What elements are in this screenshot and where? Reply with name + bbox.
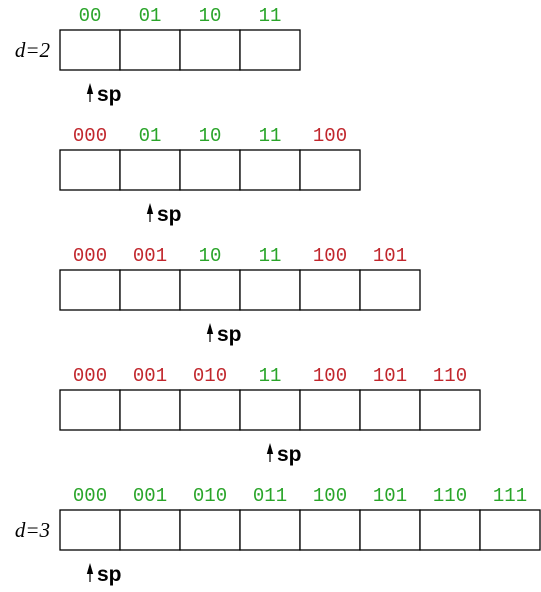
- cell-index-label: 11: [259, 245, 282, 267]
- sp-pointer: sp: [266, 443, 302, 466]
- directory-cell: [59, 29, 121, 71]
- directory-cell: [359, 269, 421, 311]
- sp-pointer: sp: [146, 203, 182, 226]
- directory-cell: [179, 29, 241, 71]
- cell-index-label: 101: [373, 485, 407, 507]
- directory-cell: [119, 509, 181, 551]
- sp-pointer: sp: [86, 563, 122, 586]
- cell-index-label: 001: [133, 365, 167, 387]
- sp-label: sp: [157, 203, 182, 226]
- cell-index-label: 001: [133, 245, 167, 267]
- cell-index-label: 110: [433, 365, 467, 387]
- cell-index-label: 100: [313, 485, 347, 507]
- arrow-head-icon: [146, 203, 154, 214]
- arrow-head-icon: [266, 443, 274, 454]
- cell-index-label: 111: [493, 485, 527, 507]
- directory-cell: [419, 509, 481, 551]
- cell-index-label: 11: [259, 365, 282, 387]
- directory-cell: [119, 269, 181, 311]
- directory-row: 000 01 10 11 100 sp: [59, 125, 361, 226]
- directory-row: d=2 00 01 10 11 sp: [15, 5, 301, 106]
- directory-cell: [239, 269, 301, 311]
- cell-index-label: 110: [433, 485, 467, 507]
- directory-cell: [239, 149, 301, 191]
- depth-label: d=2: [15, 38, 51, 62]
- cell-index-label: 010: [193, 365, 227, 387]
- directory-cell: [119, 389, 181, 431]
- cell-index-label: 11: [259, 5, 282, 27]
- cell-index-label: 01: [139, 5, 162, 27]
- directory-cell: [179, 509, 241, 551]
- cell-index-label: 100: [313, 365, 347, 387]
- directory-cell: [299, 509, 361, 551]
- directory-row: 000 001 010 11 100 101 110 sp: [59, 365, 481, 466]
- cell-index-label: 10: [199, 125, 222, 147]
- directory-cell: [59, 149, 121, 191]
- directory-cell: [299, 389, 361, 431]
- cell-index-label: 101: [373, 245, 407, 267]
- arrow-head-icon: [206, 323, 214, 334]
- cell-index-label: 10: [199, 245, 222, 267]
- directory-cell: [59, 269, 121, 311]
- directory-cell: [419, 389, 481, 431]
- directory-cell: [239, 389, 301, 431]
- cell-index-label: 011: [253, 485, 287, 507]
- sp-pointer: sp: [206, 323, 242, 346]
- cell-index-label: 100: [313, 245, 347, 267]
- directory-cell: [299, 149, 361, 191]
- directory-cell: [299, 269, 361, 311]
- directory-cell: [359, 509, 421, 551]
- cell-index-label: 000: [73, 125, 107, 147]
- directory-cell: [59, 389, 121, 431]
- directory-cell: [59, 509, 121, 551]
- cell-index-label: 000: [73, 365, 107, 387]
- directory-row: 000 001 10 11 100 101 sp: [59, 245, 421, 346]
- arrow-head-icon: [86, 563, 94, 574]
- directory-cell: [239, 509, 301, 551]
- sp-label: sp: [217, 323, 242, 346]
- directory-cell: [179, 149, 241, 191]
- cell-index-label: 010: [193, 485, 227, 507]
- cell-index-label: 100: [313, 125, 347, 147]
- cell-index-label: 101: [373, 365, 407, 387]
- directory-row: d=3 000 001 010 011 100 101 110 111 sp: [15, 485, 541, 586]
- cell-index-label: 11: [259, 125, 282, 147]
- sp-pointer: sp: [86, 83, 122, 106]
- cell-index-label: 000: [73, 245, 107, 267]
- directory-cell: [359, 389, 421, 431]
- sp-label: sp: [97, 83, 122, 106]
- directory-cell: [119, 149, 181, 191]
- cell-index-label: 01: [139, 125, 162, 147]
- directory-cell: [179, 269, 241, 311]
- cell-index-label: 001: [133, 485, 167, 507]
- directory-cell: [179, 389, 241, 431]
- directory-cell: [479, 509, 541, 551]
- directory-cell: [119, 29, 181, 71]
- cell-index-label: 00: [79, 5, 102, 27]
- sp-label: sp: [97, 563, 122, 586]
- depth-label: d=3: [15, 518, 50, 542]
- arrow-head-icon: [86, 83, 94, 94]
- directory-cell: [239, 29, 301, 71]
- cell-index-label: 000: [73, 485, 107, 507]
- sp-label: sp: [277, 443, 302, 466]
- cell-index-label: 10: [199, 5, 222, 27]
